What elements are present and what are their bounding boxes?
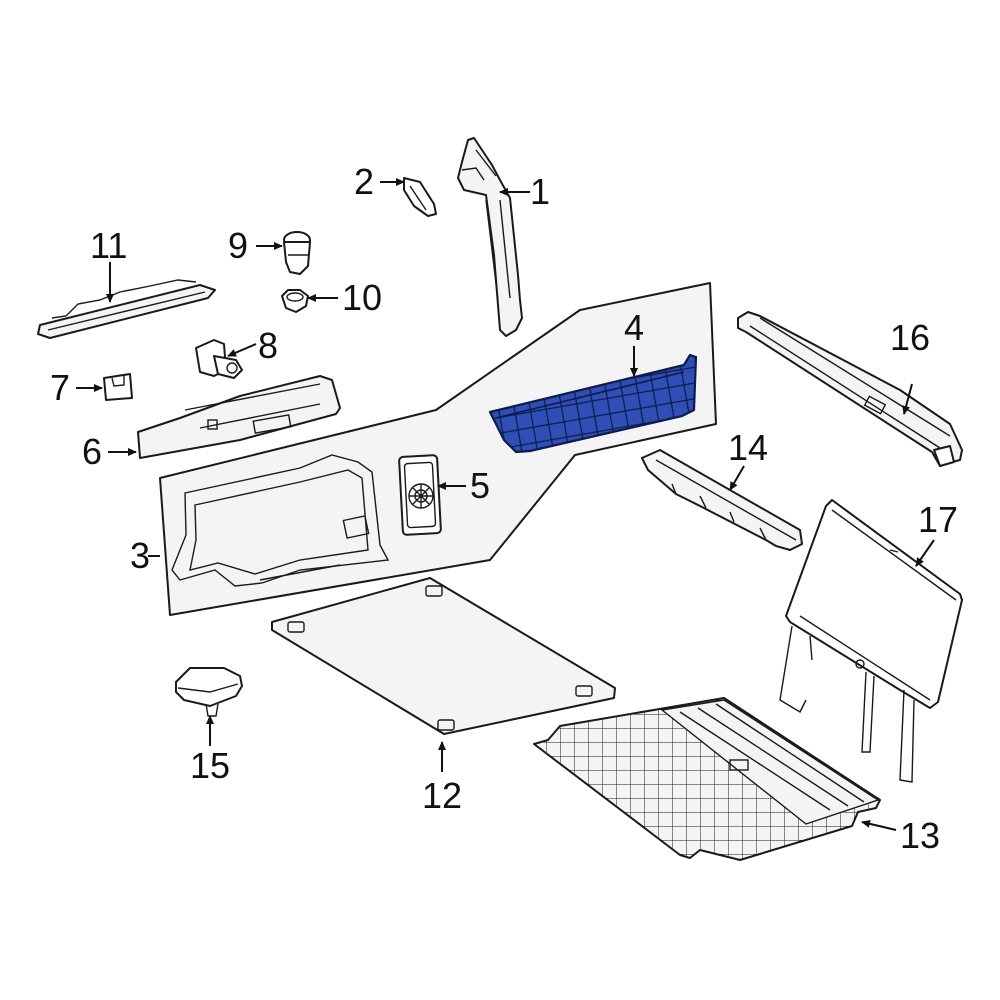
leader-8 (227, 343, 257, 357)
part-17-partition-net[interactable] (779, 499, 963, 783)
leader-17 (915, 539, 935, 567)
callout-7: 7 (50, 367, 70, 408)
callout-16: 16 (890, 317, 930, 358)
callout-1: 1 (530, 171, 550, 212)
callout-17: 17 (918, 499, 958, 540)
part-15-cap[interactable] (175, 667, 243, 717)
leader-16 (902, 383, 913, 415)
callout-labels: 1 2 3 4 5 6 7 8 9 10 11 12 13 14 15 16 1… (50, 161, 958, 856)
callout-15: 15 (190, 745, 230, 786)
part-11-sill-trim[interactable] (37, 279, 216, 339)
callout-8: 8 (258, 325, 278, 366)
leader-14 (729, 465, 745, 491)
part-16-cargo-cover[interactable] (737, 311, 963, 467)
part-6-upper-trim[interactable] (137, 375, 341, 459)
part-3-side-trim-panel[interactable] (159, 282, 717, 616)
part-1-pillar-trim[interactable] (457, 137, 523, 337)
part-8-hook[interactable] (195, 339, 243, 379)
callout-4: 4 (624, 307, 644, 348)
callout-3: 3 (130, 535, 150, 576)
part-13-cargo-mat[interactable] (533, 697, 881, 861)
callout-12: 12 (422, 775, 462, 816)
callout-5: 5 (470, 465, 490, 506)
leader-13 (861, 819, 897, 831)
part-2-clip-cover[interactable] (403, 177, 437, 217)
callout-2: 2 (354, 161, 374, 202)
part-10-nut[interactable] (281, 289, 309, 313)
part-4-storage-net-highlighted[interactable] (488, 353, 698, 454)
part-5-speaker-grille[interactable] (398, 454, 442, 536)
callout-11: 11 (90, 225, 127, 266)
part-12-load-floor[interactable] (271, 577, 616, 735)
callout-13: 13 (900, 815, 940, 856)
callout-14: 14 (728, 427, 768, 468)
callout-6: 6 (82, 431, 102, 472)
part-7-pad[interactable] (103, 373, 133, 401)
part-14-sill-plate[interactable] (641, 449, 803, 551)
callout-9: 9 (228, 225, 248, 266)
leader-lines (76, 178, 935, 831)
part-9-push-retainer[interactable] (283, 231, 311, 275)
callout-10: 10 (342, 277, 382, 318)
